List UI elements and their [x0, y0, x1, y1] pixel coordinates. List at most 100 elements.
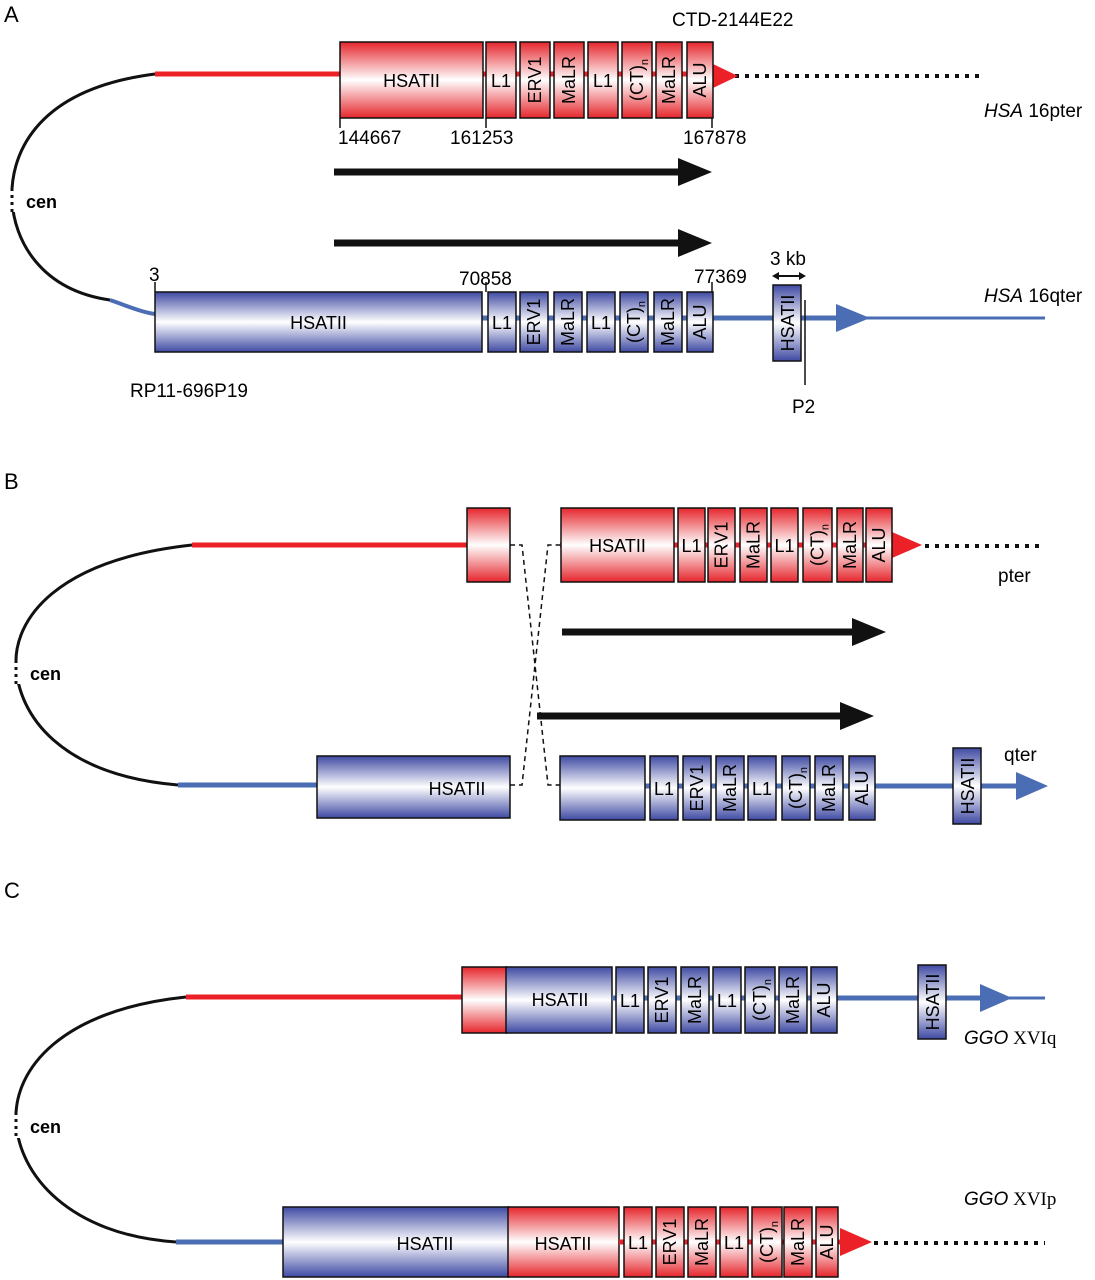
alu-repeat-label: ALU	[814, 982, 834, 1017]
alu-repeat-label: ALU	[817, 1224, 837, 1259]
malr-repeat-label: MaLR	[685, 976, 705, 1024]
alu-repeat-box	[815, 1206, 839, 1278]
l1-repeat-box	[485, 41, 517, 119]
probe-p2-label: P2	[792, 397, 815, 418]
erv1-repeat-box	[647, 966, 677, 1034]
malr-repeat-label: MaLR	[658, 298, 678, 346]
l1-repeat-label: L1	[620, 991, 640, 1011]
alu-repeat-box	[686, 41, 714, 119]
duplication-arrow-1-head	[852, 618, 886, 646]
duplication-arrow-1-head	[678, 158, 712, 186]
l1-repeat-box	[587, 41, 619, 119]
malr-repeat-box	[739, 507, 768, 583]
scale-3kb-label: 3 kb	[770, 249, 806, 270]
hsatii-label-blue-bottom: HSATII	[397, 1234, 454, 1254]
malr-repeat-box	[687, 1206, 717, 1278]
l1-repeat-label: L1	[628, 1233, 648, 1253]
erv1-repeat-label: ERV1	[524, 299, 544, 346]
panel-a-label: A	[4, 2, 19, 27]
malr-repeat-label: MaLR	[744, 521, 764, 569]
l1-repeat-box	[677, 507, 706, 583]
centromere-label: cen	[26, 192, 57, 212]
malr-repeat-label: MaLR	[783, 976, 803, 1024]
l1-repeat-label: L1	[717, 991, 737, 1011]
l1-repeat-label: L1	[491, 71, 511, 91]
hsatii-box-blue-bottom	[282, 1206, 510, 1278]
pter-arrowhead	[892, 532, 922, 558]
alu-repeat-label: ALU	[869, 527, 889, 562]
hsatii-distal-label: HSATII	[958, 758, 978, 815]
hsatii-box	[339, 41, 484, 119]
malr-repeat-label: MaLR	[720, 764, 740, 812]
l1-repeat-label: L1	[681, 536, 701, 556]
hsatii-box-distal	[917, 964, 947, 1040]
malr-repeat-box	[553, 41, 585, 119]
ct-repeat-box	[802, 507, 833, 583]
hsatii-box-bottom	[316, 755, 511, 819]
top-chrom-label: HSA 16pter	[984, 101, 1083, 122]
malr-repeat-label: MaLR	[558, 298, 578, 346]
hsatii-label-bottom: HSATII	[429, 779, 486, 799]
hsatii-label-red-bottom: HSATII	[535, 1234, 592, 1254]
erv1-repeat-label: ERV1	[712, 522, 732, 569]
erv1-repeat-label: ERV1	[652, 977, 672, 1024]
malr-repeat-box	[653, 291, 683, 353]
malr-repeat-label: MaLR	[788, 1218, 808, 1266]
ct-repeat-box	[781, 755, 811, 821]
coord-167878: 167878	[683, 128, 746, 149]
malr-repeat-label: MaLR	[819, 764, 839, 812]
top-clone-label: CTD-2144E22	[672, 10, 793, 31]
malr-repeat-label: MaLR	[659, 56, 679, 104]
hsatii-box	[154, 291, 483, 353]
malr-repeat-label: MaLR	[692, 1218, 712, 1266]
ct-repeat-label: (CT)n	[624, 301, 648, 343]
ct-repeat-box	[751, 1206, 783, 1278]
alu-repeat-label: ALU	[690, 304, 710, 339]
alu-repeat-box	[686, 291, 714, 353]
l1-repeat-label: L1	[724, 1233, 744, 1253]
ct-repeat-box	[744, 966, 776, 1034]
malr-repeat-box	[783, 1206, 813, 1278]
centromere-gap	[8, 660, 22, 684]
hsatii-box	[560, 507, 675, 583]
bottom-chrom-label: GGO XVIp	[964, 1189, 1056, 1210]
erv1-repeat-box	[655, 1206, 685, 1278]
q-arrowhead	[980, 984, 1012, 1012]
centromere-gap	[6, 188, 18, 212]
hsatii-label: HSATII	[589, 536, 646, 556]
malr-repeat-box	[680, 966, 710, 1034]
hsatii-fragment-top	[466, 507, 511, 583]
alu-repeat-label: ALU	[852, 770, 872, 805]
duplication-arrow-2-head	[678, 229, 712, 257]
hsatii-distal-label: HSATII	[778, 295, 798, 352]
erv1-repeat-box	[519, 41, 551, 119]
duplication-arrow-2-head	[840, 702, 874, 730]
l1-repeat-label: L1	[593, 71, 613, 91]
centromere-gap	[8, 1112, 22, 1138]
malr-repeat-box	[778, 966, 808, 1034]
panel-b-label: B	[4, 469, 19, 494]
hsatii-box-distal	[952, 747, 982, 825]
hsatii-label: HSATII	[383, 71, 440, 91]
bottom-chrom-label: HSA 16qter	[984, 286, 1083, 307]
hsatii-box-top	[505, 966, 613, 1034]
hsatii-distal-label: HSATII	[923, 974, 943, 1031]
pter-arrowhead	[713, 64, 738, 88]
bottom-chrom-label: qter	[1004, 745, 1037, 766]
chromosome-arm-curve	[10, 72, 156, 302]
coord-144667: 144667	[338, 128, 401, 149]
hsatii-label: HSATII	[290, 313, 347, 333]
alu-repeat-box	[848, 755, 876, 821]
qter-arrowhead	[1016, 772, 1048, 800]
malr-repeat-label: MaLR	[840, 521, 860, 569]
p-arrowhead	[840, 1228, 872, 1256]
coord-70858: 70858	[459, 269, 512, 290]
l1-repeat-label: L1	[492, 313, 512, 333]
malr-repeat-box	[553, 291, 583, 353]
alu-repeat-box	[865, 507, 893, 583]
erv1-repeat-box	[707, 507, 736, 583]
l1-repeat-label: L1	[654, 779, 674, 799]
hsatii-box-red-bottom	[507, 1206, 620, 1278]
scale-arrow-left	[772, 272, 779, 280]
